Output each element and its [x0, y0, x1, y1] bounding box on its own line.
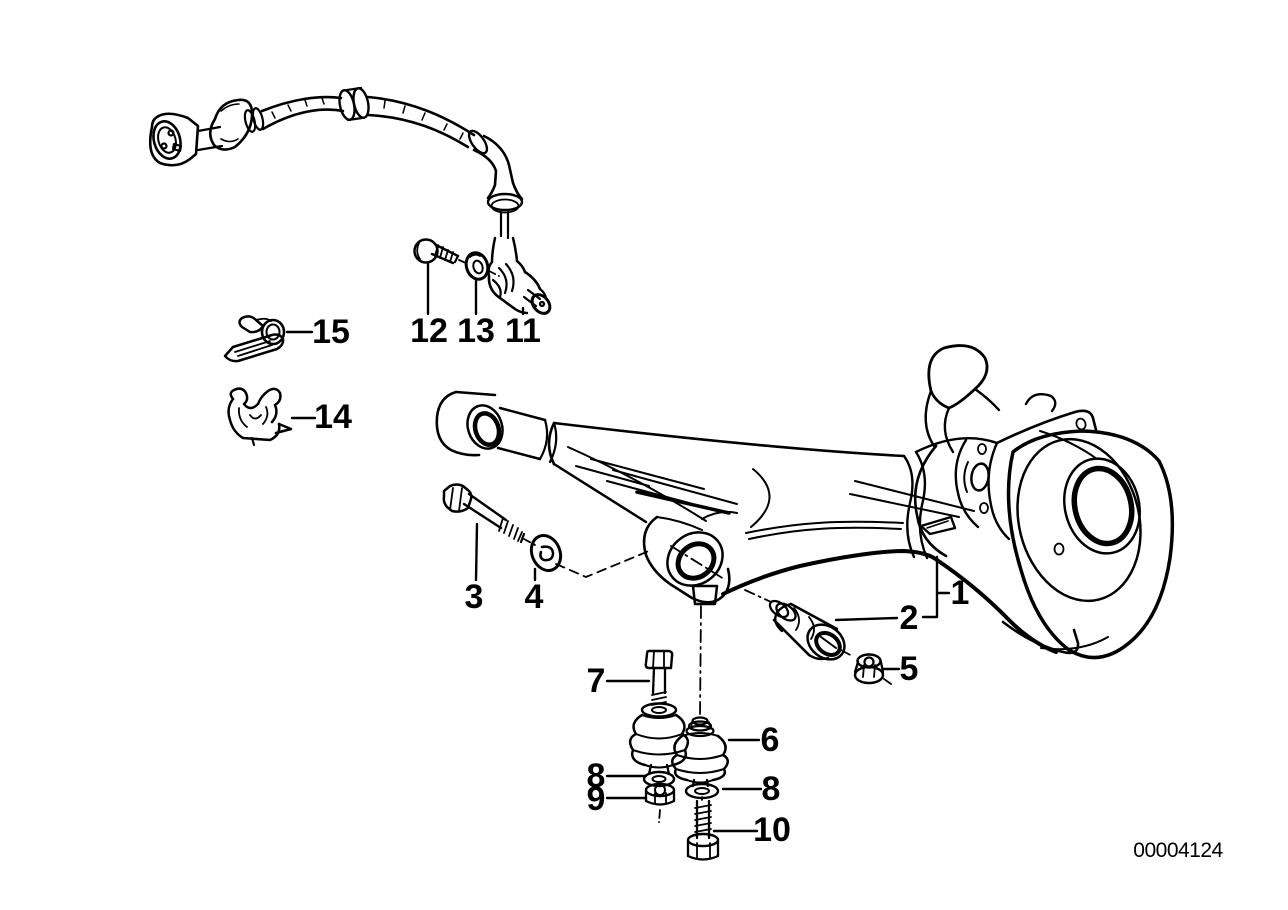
rubber-bushing-drawing — [768, 599, 846, 661]
part-number-label-15: 15 — [312, 313, 350, 351]
part-number-label-2: 2 — [900, 599, 919, 637]
sensor-tip — [530, 293, 552, 315]
cable-clip-drawing — [223, 315, 286, 363]
lower-bushing-sleeve — [666, 531, 724, 587]
front-bushing-sleeve — [466, 404, 504, 450]
lock-nut-drawing — [853, 653, 885, 685]
callout-leader-lines — [285, 262, 951, 833]
carrier-tab — [919, 515, 957, 536]
flange-bolt-hole — [1075, 417, 1087, 431]
part-number-label-5: 5 — [900, 650, 919, 688]
sensor-bolt-drawing — [413, 238, 460, 265]
part-number-label-1: 1 — [951, 574, 970, 612]
diagram-art — [148, 86, 1175, 861]
surface-detail-lines — [575, 458, 975, 518]
pivot-washer-drawing — [529, 534, 563, 572]
bracket-hole — [970, 462, 990, 492]
connector-face — [152, 120, 182, 160]
bracket-1-2 — [921, 555, 951, 619]
callout-labels: 1 2 3 4 5 6 7 8 9 8 10 11 12 13 14 15 00… — [312, 312, 1224, 862]
part-number-label-7: 7 — [587, 662, 606, 700]
assembly-centerlines — [458, 259, 892, 823]
sleeve-stub — [691, 584, 719, 606]
part-number-label-12: 12 — [410, 312, 448, 350]
abs-speed-sensor-drawing — [487, 236, 552, 315]
leader-2 — [834, 616, 899, 622]
abs-sensor-cable-drawing — [148, 86, 524, 240]
pivot-bolt-drawing — [442, 483, 526, 544]
part-number-label-11: 11 — [505, 312, 541, 350]
part-number-label-10: 10 — [753, 811, 791, 849]
carrier-horn — [927, 344, 989, 410]
part-number-label-3: 3 — [465, 578, 484, 616]
part-number-label-8-left: 8 — [587, 757, 606, 795]
ball-joint-drawing — [628, 649, 690, 806]
washer-8-right — [684, 782, 720, 800]
part-number-label-6: 6 — [761, 721, 780, 759]
part-number-label-9: 9 — [587, 780, 606, 818]
part-number-label-4: 4 — [525, 578, 544, 616]
leader-3 — [474, 522, 479, 582]
diagram-id-number: 00004124 — [1133, 839, 1223, 862]
trailing-arm-drawing — [435, 344, 1175, 660]
flange-bolt-hole — [979, 502, 989, 514]
part-number-label-14: 14 — [314, 398, 352, 436]
flange-bolt-hole — [977, 443, 987, 455]
cable-holder-drawing — [227, 387, 293, 447]
flange-bolt-hole — [1053, 542, 1065, 556]
part-number-label-13: 13 — [457, 312, 495, 350]
axle-bore — [1071, 465, 1135, 547]
part-number-label-8-right: 8 — [762, 770, 781, 808]
sensor-washer-drawing — [464, 251, 490, 281]
support-bushing-drawing — [671, 716, 729, 861]
axle-socket — [1006, 429, 1175, 660]
